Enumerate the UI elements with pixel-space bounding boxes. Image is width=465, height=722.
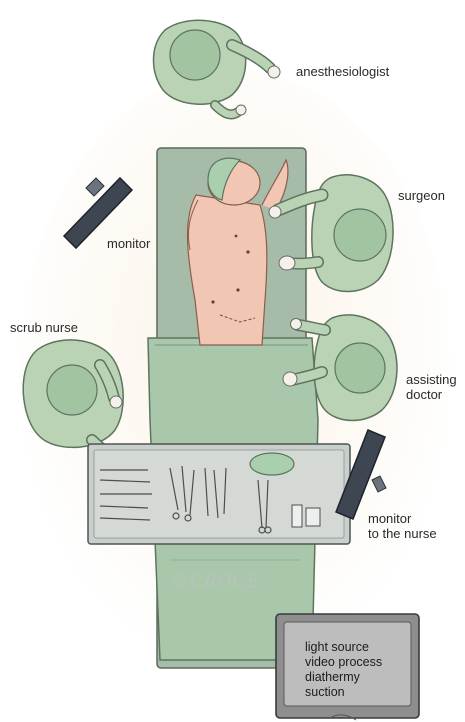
surgeon-label: surgeon <box>398 188 445 203</box>
equipment-line-suction: suction <box>305 685 382 700</box>
artist-signature: ©CROCE <box>172 572 260 592</box>
monitor-nurse-label-line1: monitor <box>368 511 411 526</box>
assisting-doctor-label-line1: assisting <box>406 372 457 387</box>
anesthesiologist-label: anesthesiologist <box>296 64 389 79</box>
equipment-line-diathermy: diathermy <box>305 670 382 685</box>
equipment-line-video-process: video process <box>305 655 382 670</box>
assisting-doctor-label-line2: doctor <box>406 387 442 402</box>
equipment-line-light-source: light source <box>305 640 382 655</box>
equipment-tower-label: light source video process diathermy suc… <box>305 640 382 700</box>
scrub-nurse-label: scrub nurse <box>10 320 78 335</box>
monitor-label: monitor <box>107 236 150 251</box>
monitor-nurse-label-line2: to the nurse <box>368 526 437 541</box>
instrument-tray <box>88 444 350 544</box>
